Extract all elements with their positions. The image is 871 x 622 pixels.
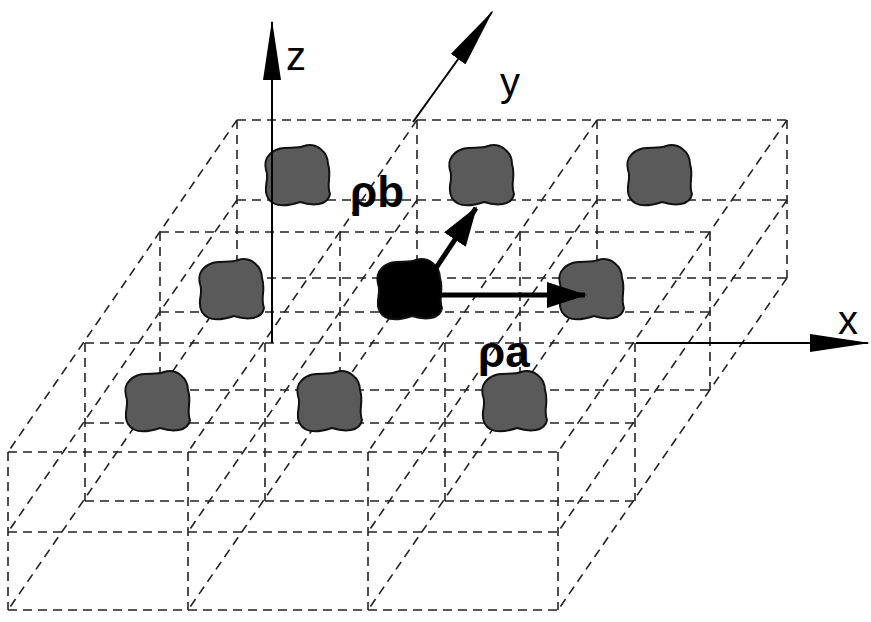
lattice-line <box>8 609 558 611</box>
lattice-line <box>368 200 597 532</box>
lattice-line <box>444 343 446 501</box>
scatterer <box>559 259 624 319</box>
lattice-line <box>368 278 597 610</box>
scatterer <box>627 145 692 205</box>
lattice-line <box>558 120 787 452</box>
lattice-line <box>188 278 417 610</box>
lattice-line <box>160 231 710 233</box>
lattice-line <box>709 232 711 390</box>
scatterer <box>482 371 547 431</box>
lattice-line <box>558 278 787 610</box>
lattice-line <box>237 119 787 121</box>
scatterer <box>125 371 190 431</box>
lattice-line <box>237 277 787 279</box>
vector-label: ρa <box>478 330 530 374</box>
vector-label: ρb <box>350 170 404 214</box>
x-axis <box>636 342 868 344</box>
lattice-line <box>264 343 266 501</box>
axis-label: z <box>286 36 306 76</box>
lattice-line <box>367 452 369 610</box>
lattice-line <box>8 451 558 453</box>
reference-scatterer <box>377 259 442 319</box>
y-axis <box>413 12 492 122</box>
scatterer <box>449 145 514 205</box>
lattice-line <box>786 120 788 278</box>
scatterers <box>125 145 692 431</box>
scatterer <box>265 145 330 205</box>
lattice-line <box>339 232 341 390</box>
axis-label: x <box>838 300 858 340</box>
scatterer <box>199 259 264 319</box>
lattice-line <box>634 343 636 501</box>
lattice-line <box>8 531 558 533</box>
lattice-line <box>187 452 189 610</box>
z-axis <box>271 22 273 343</box>
rho-a-vector <box>425 293 585 298</box>
lattice-line <box>558 200 787 532</box>
rho-b-vector <box>420 208 476 292</box>
lattice-line <box>416 120 418 278</box>
axis-label: y <box>500 62 520 102</box>
lattice-line <box>8 278 237 610</box>
lattice-line <box>160 389 710 391</box>
lattice-line <box>236 120 238 278</box>
lattice-line <box>557 452 559 610</box>
lattice-line <box>596 120 598 278</box>
lattice-line <box>8 200 237 532</box>
lattice-line <box>85 500 635 502</box>
scatterer <box>297 371 362 431</box>
lattice-line <box>84 343 86 501</box>
dashed-lattice <box>8 120 787 610</box>
lattice-line <box>188 200 417 532</box>
lattice-line <box>7 452 9 610</box>
lattice-line <box>159 232 161 390</box>
